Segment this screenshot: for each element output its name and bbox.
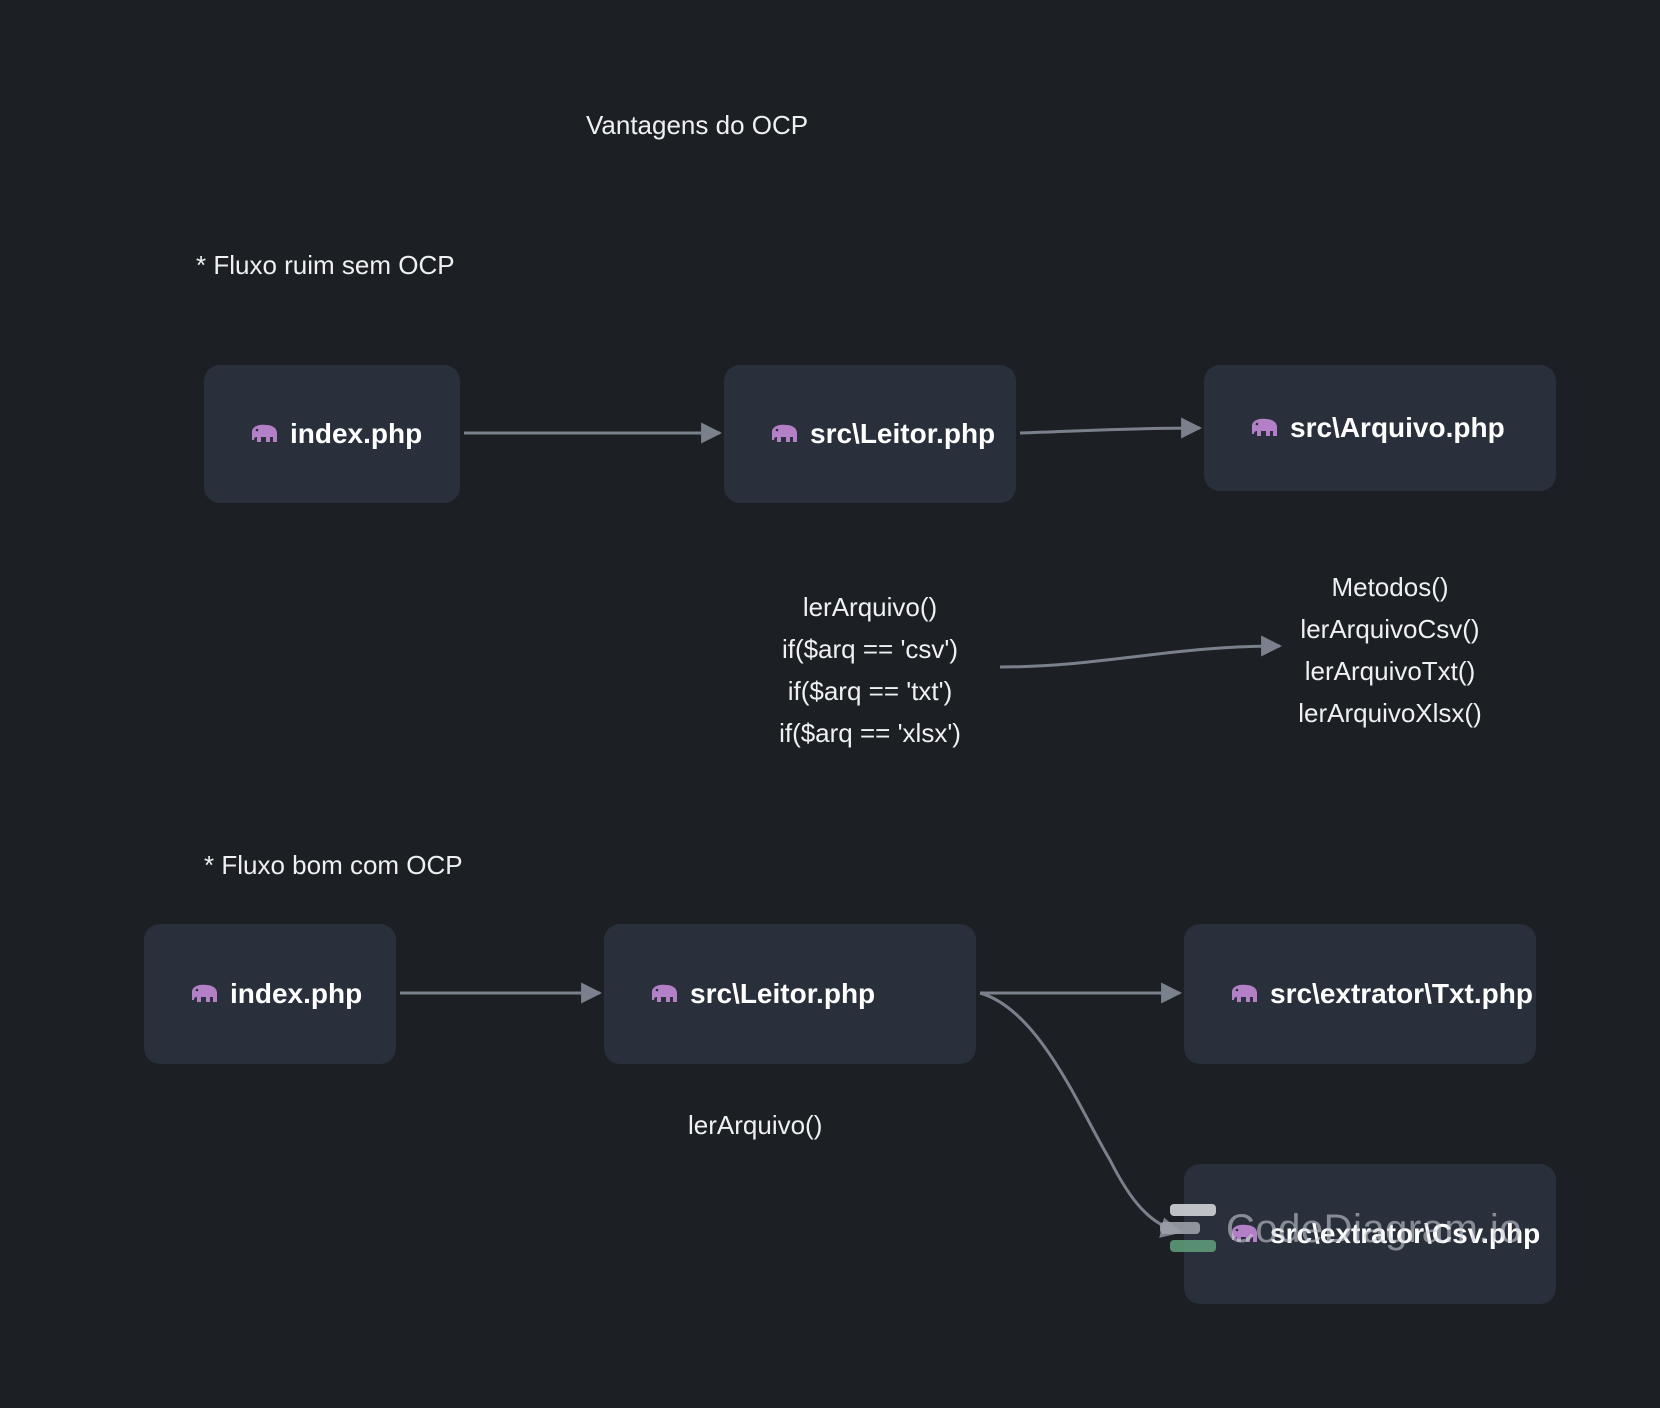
node-bad-arquivo[interactable]: src\Arquivo.php	[1204, 365, 1556, 491]
code-line: if($arq == 'txt')	[787, 676, 953, 706]
edge-good-leitor-to-csv[interactable]	[979, 991, 1183, 1238]
method-line: lerArquivoCsv()	[1300, 614, 1480, 644]
php-elephant-icon	[772, 424, 797, 442]
node-bad-index-label: index.php	[290, 418, 423, 449]
node-good-leitor[interactable]: src\Leitor.php	[604, 924, 976, 1064]
php-elephant-icon	[652, 984, 677, 1002]
edge-bad-leitor-to-arquivo[interactable]	[1019, 417, 1203, 439]
php-elephant-icon	[252, 424, 277, 442]
section-good-heading: * Fluxo bom com OCP	[204, 850, 463, 880]
section-bad-heading: * Fluxo ruim sem OCP	[196, 250, 455, 280]
watermark-text: CodeDiagram.io	[1226, 1206, 1523, 1251]
node-good-csv[interactable]: src\extrator\Csv.php	[1184, 1164, 1556, 1304]
node-good-txt-label: src\extrator\Txt.php	[1270, 978, 1533, 1009]
arquivo-methods-block: Metodos() lerArquivoCsv() lerArquivoTxt(…	[1270, 566, 1510, 734]
node-bad-leitor-label: src\Leitor.php	[810, 418, 996, 449]
node-good-leitor-label: src\Leitor.php	[690, 978, 876, 1009]
leitor-code-block: lerArquivo() if($arq == 'csv') if($arq =…	[740, 586, 1000, 754]
php-elephant-icon	[1232, 984, 1257, 1002]
method-line: lerArquivoXlsx()	[1298, 698, 1482, 728]
node-bad-arquivo-label: src\Arquivo.php	[1290, 412, 1505, 443]
node-good-txt[interactable]: src\extrator\Txt.php	[1184, 924, 1536, 1064]
php-elephant-icon	[192, 984, 217, 1002]
good-leitor-code: lerArquivo()	[688, 1110, 823, 1140]
code-line: lerArquivo()	[802, 592, 938, 622]
edge-bad-code-to-methods[interactable]	[999, 635, 1283, 669]
node-good-index[interactable]: index.php	[144, 924, 396, 1064]
node-bad-leitor[interactable]: src\Leitor.php	[724, 365, 1016, 503]
diagram-title: Vantagens do OCP	[586, 110, 809, 140]
php-elephant-icon	[1232, 1224, 1257, 1242]
codediagram-logo-icon	[1160, 1200, 1218, 1258]
codediagram-watermark[interactable]: CodeDiagram.io	[1160, 1200, 1522, 1258]
code-line: if($arq == 'xlsx')	[779, 718, 961, 748]
node-good-index-label: index.php	[230, 978, 363, 1009]
node-bad-index[interactable]: index.php	[204, 365, 460, 503]
node-good-csv-label: src\extrator\Csv.php	[1270, 1218, 1541, 1249]
method-line: lerArquivoTxt()	[1304, 656, 1476, 686]
method-line: Metodos()	[1331, 572, 1449, 602]
php-elephant-icon	[1252, 418, 1277, 436]
code-line: if($arq == 'csv')	[781, 634, 959, 664]
